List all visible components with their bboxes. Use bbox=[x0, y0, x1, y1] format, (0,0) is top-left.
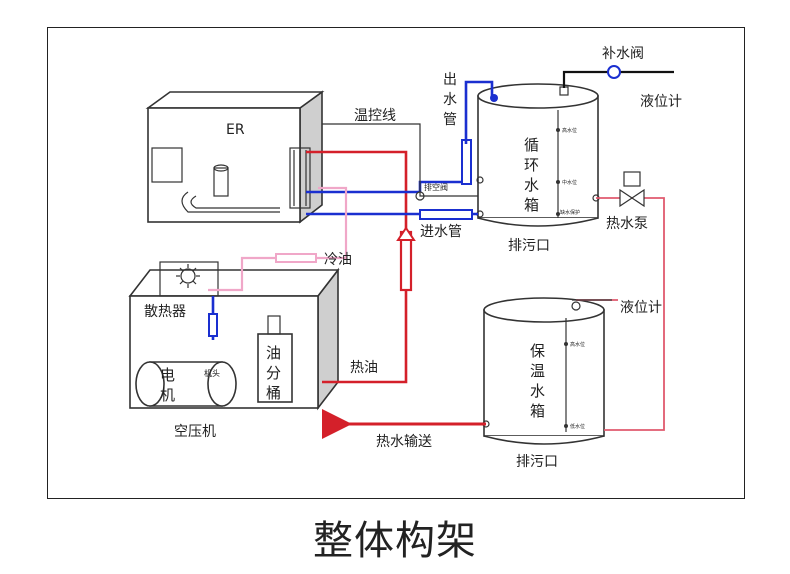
outlet-pipe-char-2: 水 bbox=[443, 92, 457, 108]
insul-tank-char-1: 保 bbox=[530, 342, 545, 360]
circ-tank-char-2: 环 bbox=[524, 156, 539, 174]
insul-level-high: 高水位 bbox=[570, 341, 585, 348]
temp-control-line bbox=[322, 123, 478, 197]
motor-label: 电 机 bbox=[160, 366, 175, 404]
makeup-valve-label: 补水阀 bbox=[602, 46, 644, 62]
hot-oil-label: 热油 bbox=[350, 360, 378, 376]
head-label: 机头 bbox=[204, 368, 220, 378]
insul-level-low: 低水位 bbox=[570, 423, 585, 430]
compressor-label: 空压机 bbox=[174, 424, 216, 440]
air-compressor bbox=[128, 261, 340, 411]
exhaust-valve-label: 排空阀 bbox=[424, 182, 448, 192]
circ-tank-char-3: 水 bbox=[524, 176, 539, 194]
circ-level-mid: 中水位 bbox=[562, 179, 577, 186]
hot-pump-label: 热水泵 bbox=[606, 216, 648, 232]
level-gauge-1-label: 液位计 bbox=[640, 94, 682, 110]
insul-tank-char-3: 水 bbox=[530, 382, 545, 400]
cold-oil-label: 冷油 bbox=[324, 252, 352, 268]
makeup-water-pipe bbox=[562, 70, 674, 88]
outlet-pipe-char-1: 出 bbox=[443, 72, 457, 88]
circ-tank-label: 循 环 水 箱 bbox=[524, 136, 539, 214]
makeup-valve-icon bbox=[607, 65, 621, 79]
level-gauge-icon bbox=[571, 301, 581, 311]
drain-1-label: 排污口 bbox=[508, 238, 550, 254]
insul-tank-char-4: 箱 bbox=[530, 402, 545, 420]
drain-2-label: 排污口 bbox=[516, 454, 558, 470]
motor-char-1: 电 bbox=[160, 366, 175, 384]
radiator-label: 散热器 bbox=[144, 304, 186, 320]
oil-sep-char-2: 分 bbox=[266, 364, 281, 382]
level-gauge-2-label: 液位计 bbox=[620, 300, 662, 316]
circ-level-low: 缺水保护 bbox=[560, 209, 580, 216]
hot-pump-icon bbox=[619, 171, 645, 208]
oil-sep-label: 油 分 桶 bbox=[266, 344, 281, 402]
diagram-caption: 整体构架 bbox=[313, 518, 477, 564]
circ-level-high: 高水位 bbox=[562, 127, 577, 134]
insul-tank-label: 保 温 水 箱 bbox=[530, 342, 545, 420]
er-label: ER bbox=[226, 122, 245, 138]
inlet-pipe-label: 进水管 bbox=[420, 224, 462, 240]
oil-sep-char-1: 油 bbox=[266, 344, 281, 362]
circulating-tank bbox=[476, 83, 600, 227]
temp-line-label: 温控线 bbox=[354, 108, 396, 124]
insulation-tank bbox=[482, 297, 605, 445]
insul-tank-char-2: 温 bbox=[530, 362, 545, 380]
diagram-frame bbox=[47, 27, 745, 499]
circ-tank-char-4: 箱 bbox=[524, 196, 539, 214]
circ-tank-char-1: 循 bbox=[524, 136, 539, 154]
hot-water-out-label: 热水输送 bbox=[376, 434, 432, 450]
motor-char-2: 机 bbox=[160, 386, 175, 404]
er-unit bbox=[145, 90, 325, 224]
outlet-pipe-char-3: 管 bbox=[443, 112, 457, 128]
outlet-pipe-label: 出 水 管 bbox=[443, 72, 457, 128]
oil-sep-char-3: 桶 bbox=[266, 384, 281, 402]
